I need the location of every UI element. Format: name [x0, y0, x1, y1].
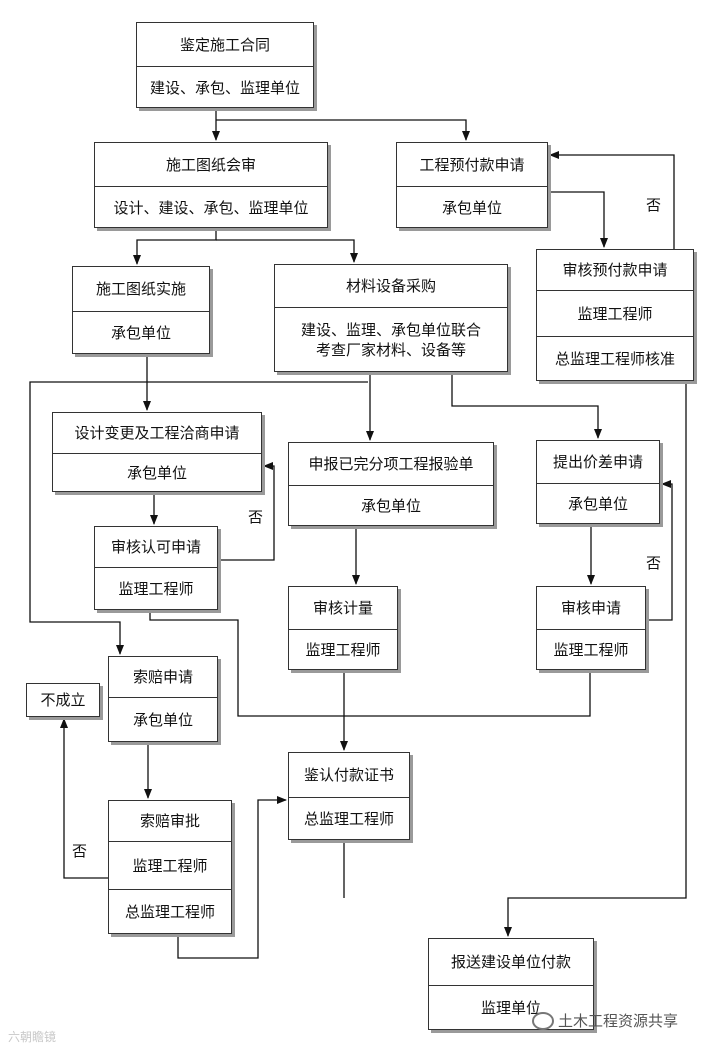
edge-procure-to-price: [451, 372, 602, 439]
node-claim-apply: 索赔申请 承包单位: [108, 656, 218, 742]
edge-contract-to-advance: [216, 119, 470, 141]
label-no-review: 否: [646, 554, 662, 572]
node-advance-review-role: 监理工程师: [537, 290, 693, 336]
node-drawing-review: 施工图纸会审 设计、建设、承包、监理单位: [94, 142, 328, 228]
node-approve-apply: 审核认可申请 监理工程师: [94, 526, 218, 610]
node-drawing-review-title: 施工图纸会审: [165, 155, 256, 174]
node-price-diff-title: 提出价差申请: [552, 453, 643, 471]
node-review-apply-title: 审核申请: [560, 599, 621, 617]
node-send-payment-role: 监理单位: [429, 985, 593, 1030]
node-not-valid-title: 不成立: [40, 691, 86, 709]
node-sign-contract-title: 鉴定施工合同: [179, 35, 270, 54]
node-measure-role: 监理工程师: [289, 629, 397, 670]
node-not-valid: 不成立: [26, 683, 100, 717]
watermark-right-text: 土木工程资源共享: [558, 1012, 679, 1030]
wechat-icon: [532, 1011, 554, 1030]
node-sign-contract: 鉴定施工合同 建设、承包、监理单位: [136, 22, 314, 108]
node-payment-cert-role: 总监理工程师: [289, 797, 409, 840]
node-advance-review-role2: 总监理工程师核准: [537, 336, 693, 381]
node-claim-approve-role2: 总监理工程师: [109, 889, 231, 934]
node-claim-approve-role: 监理工程师: [109, 841, 231, 889]
node-payment-cert: 鉴认付款证书 总监理工程师: [288, 752, 410, 840]
edge-review-to-impl: [133, 228, 217, 265]
node-approve-apply-title: 审核认可申请: [110, 538, 201, 556]
edge-approve-reject: [218, 462, 275, 561]
node-price-diff-role: 承包单位: [537, 483, 659, 524]
node-report-done-role: 承包单位: [289, 485, 493, 526]
edge-claim-reject: [60, 718, 108, 879]
edge-check-reject: [549, 151, 675, 249]
node-price-diff: 提出价差申请 承包单位: [536, 440, 660, 524]
node-payment-cert-title: 鉴认付款证书: [303, 766, 394, 784]
node-claim-apply-title: 索赔申请: [132, 668, 193, 686]
node-drawing-impl-title: 施工图纸实施: [95, 280, 186, 298]
node-sign-contract-role: 建设、承包、监理单位: [137, 66, 313, 108]
node-measure: 审核计量 监理工程师: [288, 586, 398, 670]
edge-review-to-procure: [216, 239, 358, 263]
node-claim-approve-title: 索赔审批: [139, 812, 200, 830]
edge-procure-left-loop: [29, 381, 368, 655]
node-report-done: 申报已完分项工程报验单 承包单位: [288, 442, 494, 526]
edge-check-to-send: [504, 381, 687, 937]
node-drawing-review-role: 设计、建设、承包、监理单位: [95, 186, 327, 228]
edge-review-reject: [646, 480, 673, 621]
node-claim-apply-role: 承包单位: [109, 697, 217, 742]
node-advance-apply-title: 工程预付款申请: [419, 155, 525, 174]
node-advance-apply-role: 承包单位: [397, 186, 547, 228]
label-no-approve: 否: [248, 508, 264, 526]
node-measure-title: 审核计量: [312, 599, 373, 617]
node-send-payment: 报送建设单位付款 监理单位: [428, 938, 594, 1030]
edge-claimapprove-to-cert: [177, 796, 287, 959]
node-procurement: 材料设备采购 建设、监理、承包单位联合 考查厂家材料、设备等: [274, 264, 508, 372]
node-drawing-impl-role: 承包单位: [73, 311, 209, 354]
node-review-apply: 审核申请 监理工程师: [536, 586, 646, 670]
node-design-change: 设计变更及工程洽商申请 承包单位: [52, 412, 262, 492]
node-report-done-title: 申报已完分项工程报验单: [308, 455, 474, 473]
node-approve-apply-role: 监理工程师: [95, 567, 217, 610]
node-advance-review-title: 审核预付款申请: [562, 261, 668, 279]
label-no-advance: 否: [646, 196, 662, 214]
node-claim-approve: 索赔审批 监理工程师 总监理工程师: [108, 800, 232, 934]
edge-approve-to-cert: [149, 610, 344, 717]
node-review-apply-role: 监理工程师: [537, 629, 645, 670]
edge-advance-to-check: [548, 191, 608, 248]
node-procurement-role: 建设、监理、承包单位联合 考查厂家材料、设备等: [275, 307, 507, 372]
node-design-change-title: 设计变更及工程洽商申请: [74, 424, 240, 442]
node-advance-apply: 工程预付款申请 承包单位: [396, 142, 548, 228]
node-advance-review: 审核预付款申请 监理工程师 总监理工程师核准: [536, 249, 694, 381]
node-design-change-role: 承包单位: [53, 453, 261, 492]
node-send-payment-title: 报送建设单位付款: [450, 953, 571, 971]
watermark-left: 六朝瞻镜: [8, 1030, 57, 1044]
edge-review-to-cert: [344, 670, 591, 717]
label-no-claim: 否: [72, 842, 88, 860]
watermark-right: 土木工程资源共享: [532, 1010, 678, 1031]
node-drawing-impl: 施工图纸实施 承包单位: [72, 266, 210, 354]
node-procurement-title: 材料设备采购: [345, 277, 436, 295]
